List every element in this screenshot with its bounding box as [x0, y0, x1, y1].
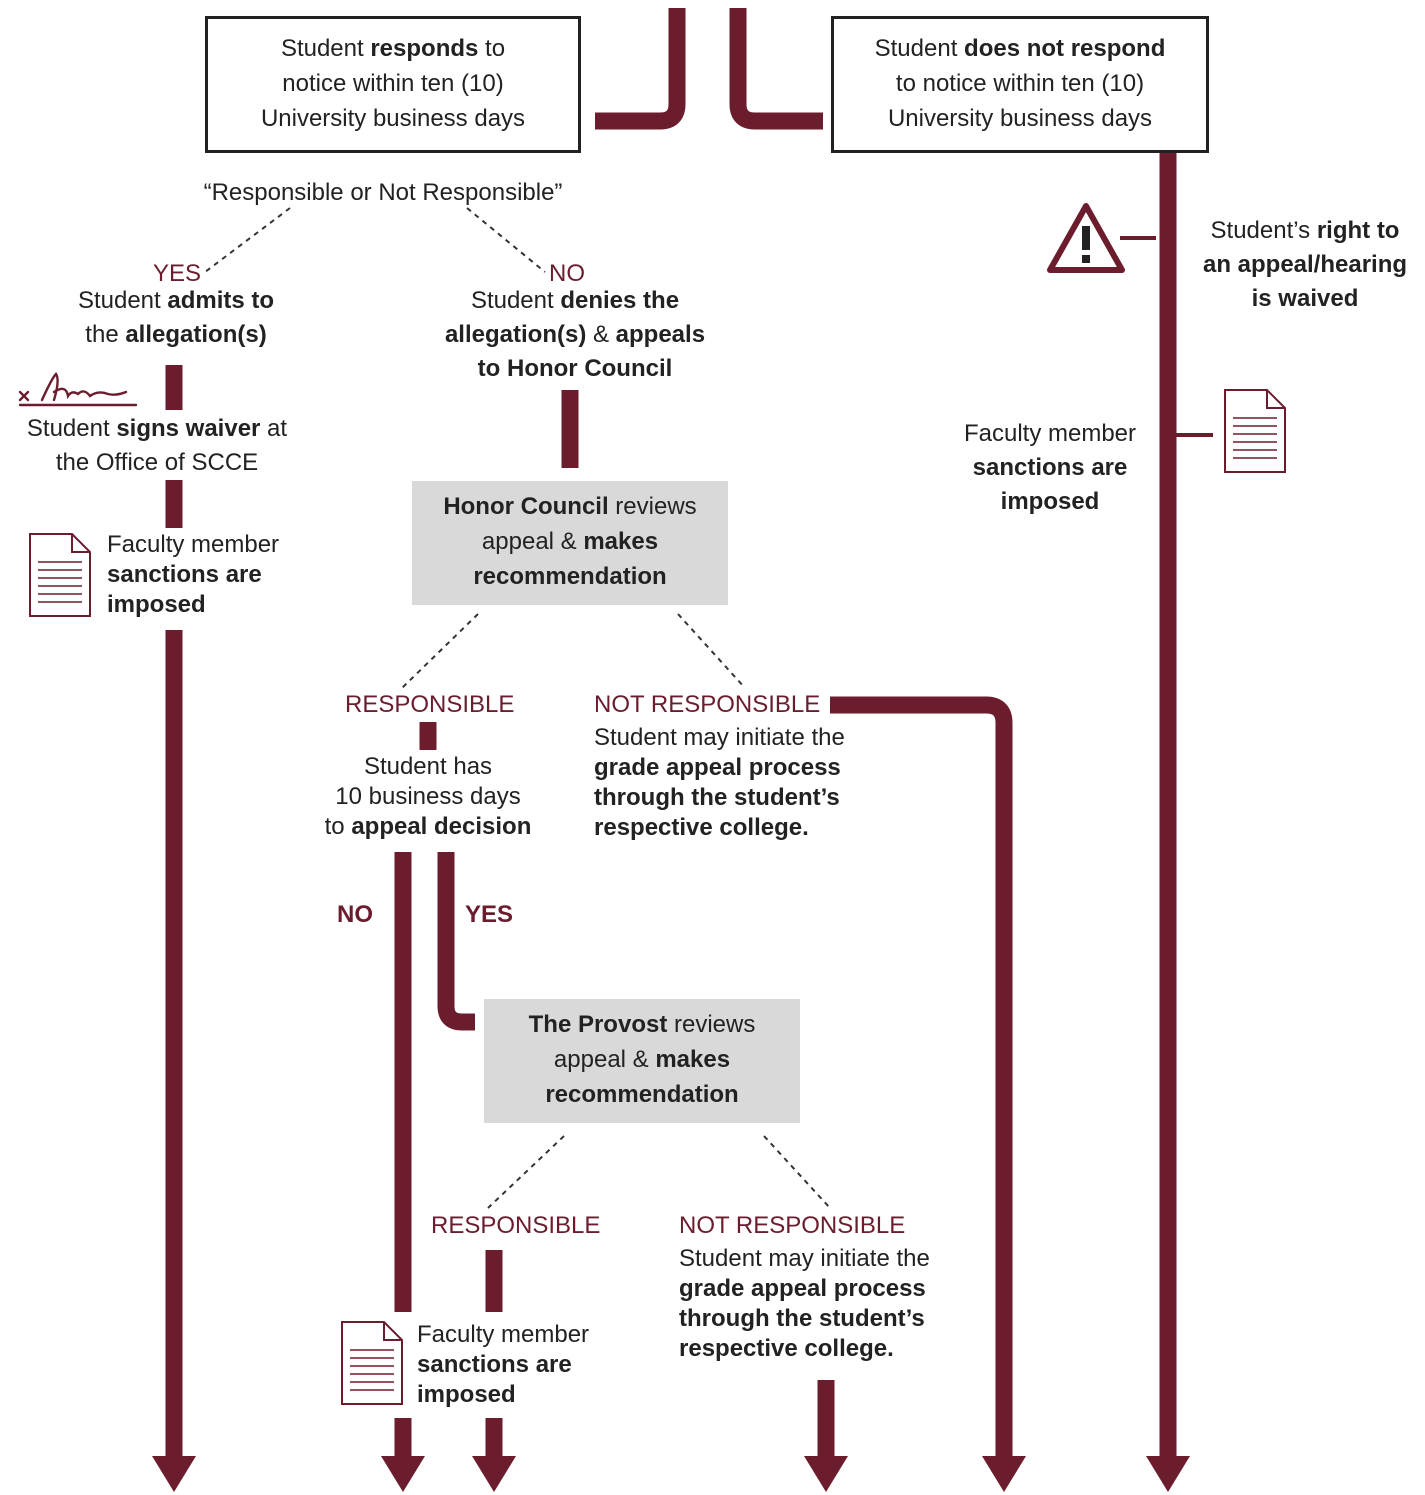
arrow-down [1146, 1456, 1190, 1492]
student-denies-text: Student denies the allegation(s) & appea… [444, 287, 706, 382]
appeal-yes-label: YES [465, 901, 514, 928]
document-icon [341, 1321, 403, 1405]
appeal-window-text: Student has 10 business days to appeal d… [324, 753, 532, 840]
connector-top-left [595, 8, 686, 130]
connector-yes [437, 852, 475, 1031]
branch-hc-responsible-dotted [401, 613, 479, 689]
arrow-down [381, 1456, 425, 1492]
grade-appeal-text: Student may initiate the grade appeal pr… [679, 1245, 930, 1362]
connector-not-responsible-right [830, 696, 1013, 1462]
signs-waiver-text: Student signs waiver at the Office of SC… [26, 415, 288, 476]
warning-icon [1047, 203, 1125, 273]
student-responds-box: Student responds to notice within ten (1… [205, 16, 581, 153]
arrow-down [982, 1456, 1026, 1492]
document-icon [29, 533, 91, 617]
appeal-no-label: NO [337, 901, 373, 928]
branch-provost-not-responsible-dotted [763, 1135, 831, 1209]
honor-council-box: Honor Council reviews appeal & makes rec… [412, 481, 728, 605]
branch-hc-not-responsible-dotted [677, 613, 746, 689]
responsible-question: “Responsible or Not Responsible” [203, 179, 563, 206]
connector-top-right [729, 8, 823, 130]
responsible-label: RESPONSIBLE [345, 691, 515, 718]
arrow-down [152, 1456, 196, 1492]
branch-provost-responsible-dotted [487, 1135, 565, 1209]
responsible-label: RESPONSIBLE [431, 1212, 601, 1239]
arrow-down [472, 1456, 516, 1492]
student-admits-text: Student admits to the allegation(s) [77, 287, 275, 348]
sanctions-imposed-text: Faculty member sanctions are imposed [963, 420, 1137, 515]
appeal-waived-text: Student’s right to an appeal/hearing is … [1202, 217, 1408, 312]
sanctions-imposed-text: Faculty member sanctions are imposed [107, 531, 280, 618]
provost-box: The Provost reviews appeal & makes recom… [484, 999, 800, 1123]
grade-appeal-text: Student may initiate the grade appeal pr… [594, 724, 845, 841]
not-responsible-label: NOT RESPONSIBLE [679, 1212, 906, 1239]
branch-yes-dotted [204, 207, 291, 273]
yes-label: YES [153, 260, 202, 287]
no-label: NO [549, 260, 585, 287]
signature-icon [18, 372, 138, 407]
branch-no-dotted [466, 207, 546, 273]
not-responsible-label: NOT RESPONSIBLE [594, 691, 821, 718]
arrow-down [804, 1456, 848, 1492]
sanctions-imposed-text: Faculty member sanctions are imposed [417, 1321, 590, 1408]
student-does-not-respond-box: Student does not respond to notice withi… [831, 16, 1209, 153]
document-icon [1224, 389, 1286, 473]
